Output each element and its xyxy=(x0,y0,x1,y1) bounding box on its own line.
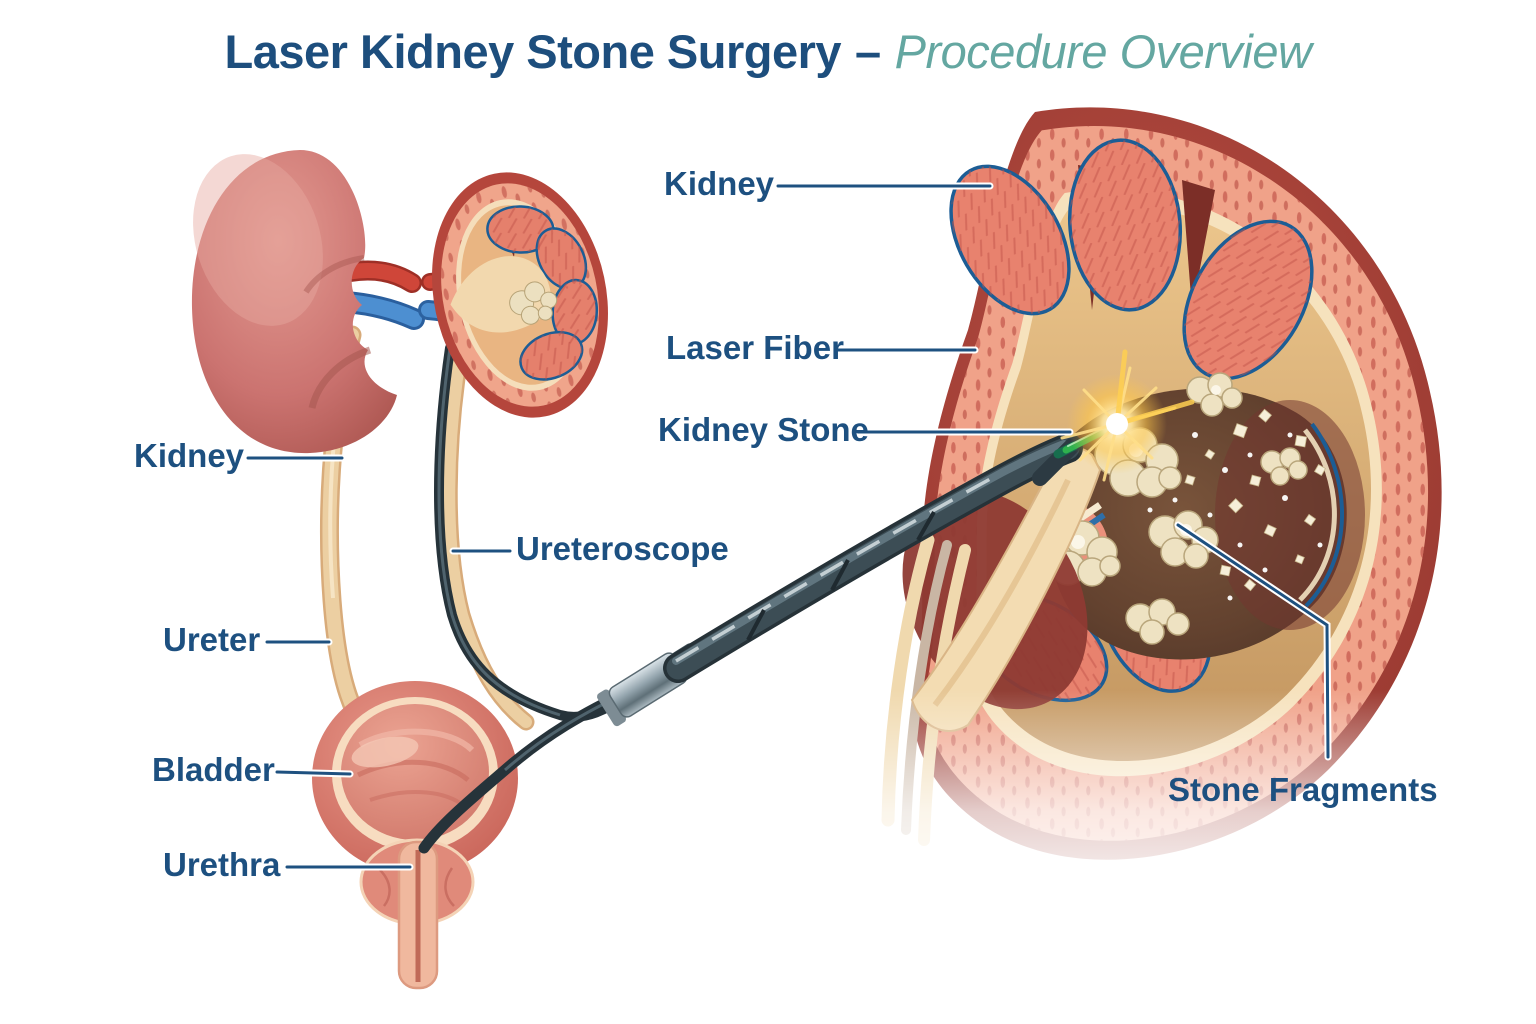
kidney-body xyxy=(191,150,397,454)
label-ureter: Ureter xyxy=(163,621,261,658)
leader-bladder xyxy=(275,770,352,776)
label-bladder: Bladder xyxy=(152,751,275,788)
ureter-right-tube xyxy=(440,336,535,731)
urethra-tube xyxy=(397,840,439,990)
label-kidney-stone: Kidney Stone xyxy=(658,411,869,448)
kidney-cross-section-small xyxy=(418,172,608,418)
title-subtitle: Procedure Overview xyxy=(894,25,1312,78)
bladder xyxy=(312,681,518,875)
stone-fragments xyxy=(1184,408,1327,592)
laser-flash xyxy=(1060,349,1195,482)
leader-stone-fragments xyxy=(1176,523,1330,759)
label-urethra: Urethra xyxy=(163,846,281,883)
ureteroscope-shaft xyxy=(418,423,1116,854)
label-stone-fragments: Stone Fragments xyxy=(1168,771,1438,808)
small-kidney-stones xyxy=(509,281,558,325)
leader-lines xyxy=(246,184,1330,869)
stone-dust xyxy=(1147,432,1323,601)
label-kidney-right: Kidney xyxy=(664,165,775,202)
fade-overlay xyxy=(830,690,1530,960)
label-laser-fiber: Laser Fiber xyxy=(666,329,844,366)
title-separator: – xyxy=(855,25,881,78)
label-kidney-left: Kidney xyxy=(134,437,245,474)
title-main: Laser Kidney Stone Surgery xyxy=(224,25,842,78)
whole-kidney xyxy=(191,150,425,454)
label-ureteroscope: Ureteroscope xyxy=(516,530,729,567)
page-title: Laser Kidney Stone Surgery–Procedure Ove… xyxy=(0,24,1536,79)
kidney-cross-section-large xyxy=(881,107,1442,860)
